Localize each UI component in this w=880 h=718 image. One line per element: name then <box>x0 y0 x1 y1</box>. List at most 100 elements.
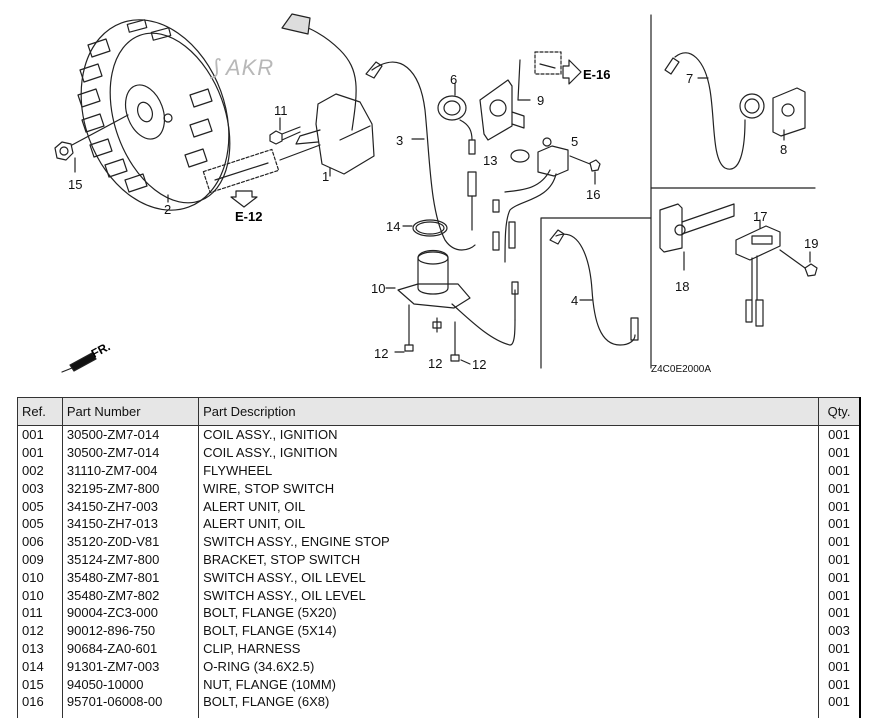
cell-qty: 001 <box>818 550 862 569</box>
callout-16: 16 <box>586 187 601 202</box>
cell-qty: 001 <box>818 692 862 710</box>
cell-ref: 013 <box>17 639 63 658</box>
cell-qty: 001 <box>818 568 862 587</box>
flange-nut-drawing <box>54 114 129 173</box>
cell-qty: 001 <box>818 425 862 444</box>
cell-description: BRACKET, STOP SWITCH <box>198 550 820 569</box>
callout-12b: 12 <box>428 356 443 371</box>
cell-ref: 010 <box>17 568 63 587</box>
oil-level-switch-drawing <box>385 249 519 365</box>
callout-18: 18 <box>675 279 690 294</box>
cell-qty: 001 <box>818 657 862 676</box>
wire-4-drawing <box>555 233 636 346</box>
cell-description: SWITCH ASSY., OIL LEVEL <box>198 586 820 604</box>
watermark-logo: ⟆ AKR <box>210 55 275 80</box>
wire-7-drawing <box>674 52 746 170</box>
header-description: Part Description <box>198 397 820 426</box>
cell-qty: 003 <box>818 621 862 640</box>
cell-part-number[interactable]: 35120-Z0D-V81 <box>61 532 200 551</box>
cell-ref: 003 <box>17 479 63 498</box>
ignition-coil-drawing <box>281 13 375 177</box>
cell-description: BOLT, FLANGE (5X20) <box>198 603 820 622</box>
section-ref-e12[interactable]: E-12 <box>235 209 263 224</box>
callout-15: 15 <box>68 177 83 192</box>
cell-ref: 005 <box>17 497 63 515</box>
cell-description: ALERT UNIT, OIL <box>198 514 820 533</box>
cell-qty: 001 <box>818 497 862 515</box>
bolt-drawing <box>202 117 321 208</box>
connector-drawing <box>467 171 477 197</box>
cell-part-number[interactable]: 31110-ZM7-004 <box>61 461 200 480</box>
oil-alert-unit-drawing <box>504 137 601 263</box>
cell-qty: 001 <box>818 532 862 551</box>
cell-part-number[interactable]: 30500-ZM7-014 <box>61 443 200 462</box>
cell-part-number[interactable]: 90684-ZA0-601 <box>61 639 200 658</box>
callout-13: 13 <box>483 153 498 168</box>
cell-part-number[interactable]: 35480-ZM7-802 <box>61 586 200 604</box>
section-ref-e16[interactable]: E-16 <box>583 67 611 82</box>
diagram-drawing <box>54 13 818 373</box>
cell-ref: 011 <box>17 603 63 622</box>
cell-description: BOLT, FLANGE (5X14) <box>198 621 820 640</box>
cell-ref: 001 <box>17 425 63 444</box>
filler-cell <box>61 709 200 718</box>
switch-17-drawing <box>735 225 781 261</box>
cell-part-number[interactable]: 35480-ZM7-801 <box>61 568 200 587</box>
watermark-text: AKR <box>225 55 275 80</box>
callout-9: 9 <box>537 93 545 108</box>
cell-description: O-RING (34.6X2.5) <box>198 657 820 676</box>
cell-part-number[interactable]: 95701-06008-00 <box>61 692 200 710</box>
panel-divider-wire4 <box>540 217 652 369</box>
cell-qty: 001 <box>818 443 862 462</box>
cell-part-number[interactable]: 94050-10000 <box>61 675 200 693</box>
callout-14: 14 <box>386 219 401 234</box>
cell-ref: 014 <box>17 657 63 676</box>
cell-part-number[interactable]: 90012-896-750 <box>61 621 200 640</box>
cell-part-number[interactable]: 34150-ZH7-013 <box>61 514 200 533</box>
cell-part-number[interactable]: 32195-ZM7-800 <box>61 479 200 498</box>
stop-switch-wire-drawing <box>371 61 476 251</box>
cell-description: COIL ASSY., IGNITION <box>198 425 820 444</box>
cell-description: ALERT UNIT, OIL <box>198 497 820 515</box>
cell-part-number[interactable]: 90004-ZC3-000 <box>61 603 200 622</box>
filler-cell <box>818 709 862 718</box>
table-filler-row <box>17 709 862 718</box>
cell-part-number[interactable]: 91301-ZM7-003 <box>61 657 200 676</box>
exploded-parts-diagram: ⟆ AKR 1 2 3 4 5 6 7 8 9 10 11 12 12 12 1… <box>54 13 819 375</box>
cell-ref: 010 <box>17 586 63 604</box>
callout-17: 17 <box>753 209 768 224</box>
callout-6: 6 <box>450 72 458 87</box>
cell-qty: 001 <box>818 639 862 658</box>
cell-ref: 015 <box>17 675 63 693</box>
cell-qty: 001 <box>818 586 862 604</box>
callout-19: 19 <box>804 236 819 251</box>
cell-qty: 001 <box>818 675 862 693</box>
cell-description: SWITCH ASSY., OIL LEVEL <box>198 568 820 587</box>
callout-5: 5 <box>571 134 579 149</box>
cell-ref: 006 <box>17 532 63 551</box>
table-header-row: Ref. Part Number Part Description Qty. <box>17 397 862 426</box>
cell-part-number[interactable]: 35124-ZM7-800 <box>61 550 200 569</box>
cell-part-number[interactable]: 34150-ZH7-003 <box>61 497 200 515</box>
callout-4: 4 <box>571 293 579 308</box>
cell-qty: 001 <box>818 461 862 480</box>
stop-switch-bracket-drawing <box>479 59 531 141</box>
cell-part-number[interactable]: 30500-ZM7-014 <box>61 425 200 444</box>
